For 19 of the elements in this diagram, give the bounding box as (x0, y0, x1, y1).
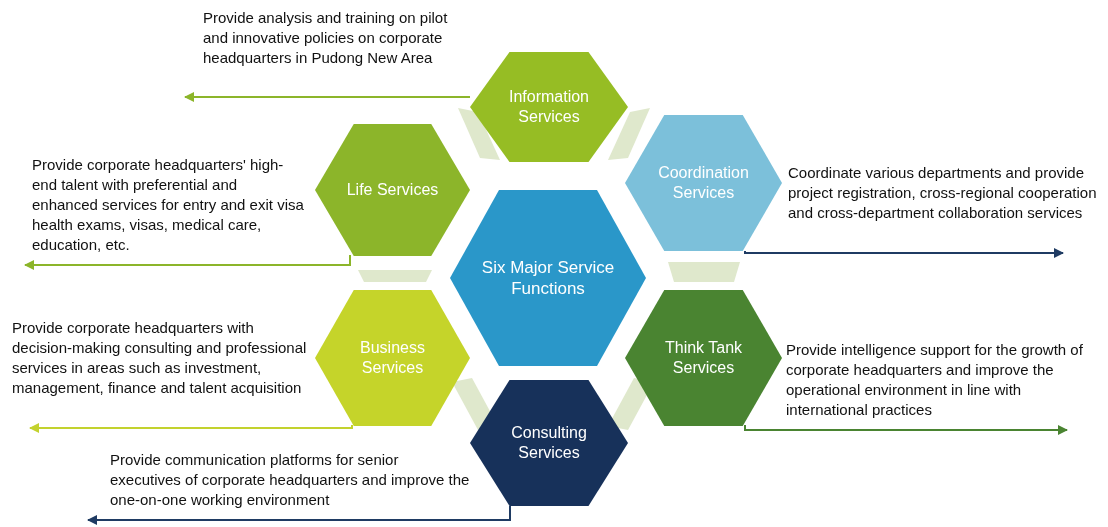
hexagon-label: Think Tank Services (663, 338, 744, 378)
hexagon-label: Business Services (359, 338, 426, 378)
edge-label: Provide corporate headquarters with decision-making consulting and professional services in areas such as investment, management, finance and talent acquisition (12, 318, 307, 398)
arrow (29, 423, 353, 433)
hexagon-label: Coordination Services (657, 163, 750, 203)
arrow (744, 248, 1064, 258)
hexagon-label: Six Major Service Functions (480, 257, 616, 299)
hexagon-label: Information Services (507, 87, 590, 127)
edge-label: Provide intelligence support for the growth of corporate headquarters and improve the operational environment in line with international practices (786, 340, 1084, 420)
arrow (24, 254, 351, 270)
arrow (184, 92, 471, 102)
hexagon-label: Consulting Services (510, 423, 588, 463)
arrow (87, 505, 511, 525)
edge-label: Provide communication platforms for senior executives of corporate headquarters and improve the one-on-one working environment (110, 450, 470, 510)
edge-label: Provide analysis and training on pilot and innovative policies on corporate headquarters in Pudong New Area (203, 8, 449, 68)
hexagon-label: Life Services (345, 180, 440, 200)
edge-label: Coordinate various departments and provide project registration, cross-regional cooperation and cross-department collaboration services (788, 163, 1098, 223)
arrow (744, 424, 1068, 435)
edge-label: Provide corporate headquarters' high-end talent with preferential and enhanced services for entry and exit visa health exams, visas, medical care, education, etc. (32, 155, 305, 255)
